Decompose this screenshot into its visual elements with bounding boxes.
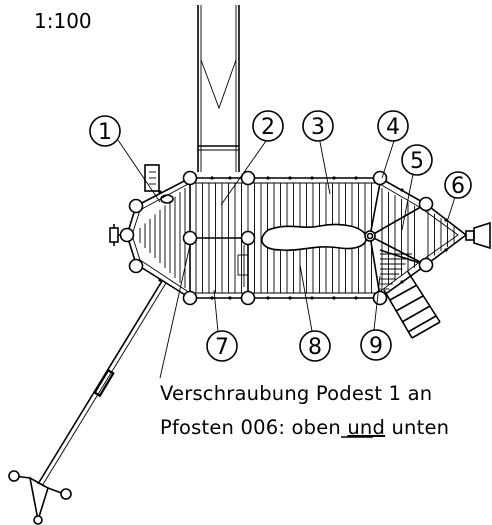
posts: [119, 170, 448, 306]
central-opening: [261, 223, 367, 252]
callout-6: 6: [444, 171, 472, 199]
bolt: [310, 296, 314, 300]
svg-text:6: 6: [451, 174, 465, 199]
bolt: [210, 296, 214, 300]
bow-hatching: [139, 188, 186, 288]
post: [372, 290, 388, 306]
scale-label: 1:100: [34, 9, 92, 33]
svg-text:5: 5: [410, 149, 424, 174]
post: [182, 290, 198, 306]
post: [128, 198, 144, 214]
bolt: [332, 176, 336, 180]
bolt: [266, 296, 270, 300]
post: [418, 257, 434, 273]
bolt: [266, 176, 270, 180]
bolt: [158, 278, 162, 282]
svg-text:9: 9: [369, 334, 383, 359]
ladder: [383, 271, 441, 339]
note-text-before: Pfosten 006: oben: [160, 416, 347, 439]
anchor-rope: [8, 280, 167, 525]
callout-4: 4: [377, 110, 409, 142]
svg-text:4: 4: [386, 115, 400, 140]
post: [182, 170, 198, 186]
bolt: [400, 280, 404, 284]
left-fittings: [109, 164, 174, 246]
callout-9: 9: [360, 329, 392, 361]
tip-fitting: [465, 221, 491, 250]
bolt: [400, 188, 404, 192]
note-line-1: Verschraubung Podest 1 an: [160, 382, 432, 405]
bolt: [444, 218, 448, 222]
svg-text:8: 8: [308, 335, 322, 360]
post: [418, 196, 434, 212]
bolt: [332, 296, 336, 300]
bolt: [158, 190, 162, 194]
bolt: [444, 248, 448, 252]
post: [128, 258, 144, 274]
bolt: [354, 296, 358, 300]
post: [182, 230, 198, 246]
post: [240, 170, 256, 186]
svg-text:1: 1: [98, 120, 112, 145]
leader-lines: [117, 139, 456, 379]
callout-8: 8: [299, 330, 331, 362]
step-hatching: [380, 253, 412, 295]
callout-7: 7: [206, 330, 238, 362]
bolt: [288, 176, 292, 180]
bolt: [354, 176, 358, 180]
bolt: [288, 296, 292, 300]
note-text-underlined: und: [347, 416, 385, 439]
bow-right: [364, 182, 427, 297]
slide: [197, 5, 240, 172]
post: [240, 290, 256, 306]
bolt: [228, 176, 232, 180]
callout-5: 5: [401, 144, 433, 176]
note-text-after: unten: [385, 416, 449, 439]
post: [372, 170, 388, 186]
svg-text:2: 2: [261, 115, 275, 140]
bolt: [228, 296, 232, 300]
callout-1: 1: [89, 115, 121, 147]
bolt: [210, 176, 214, 180]
platform-frame: [189, 183, 249, 293]
post: [119, 227, 135, 243]
bolt: [310, 176, 314, 180]
note-line-2: Pfosten 006: oben und unten: [160, 416, 449, 439]
svg-text:3: 3: [311, 115, 325, 140]
post: [240, 230, 256, 246]
callout-2: 2: [252, 110, 284, 142]
callout-3: 3: [302, 110, 334, 142]
svg-text:7: 7: [215, 335, 229, 360]
